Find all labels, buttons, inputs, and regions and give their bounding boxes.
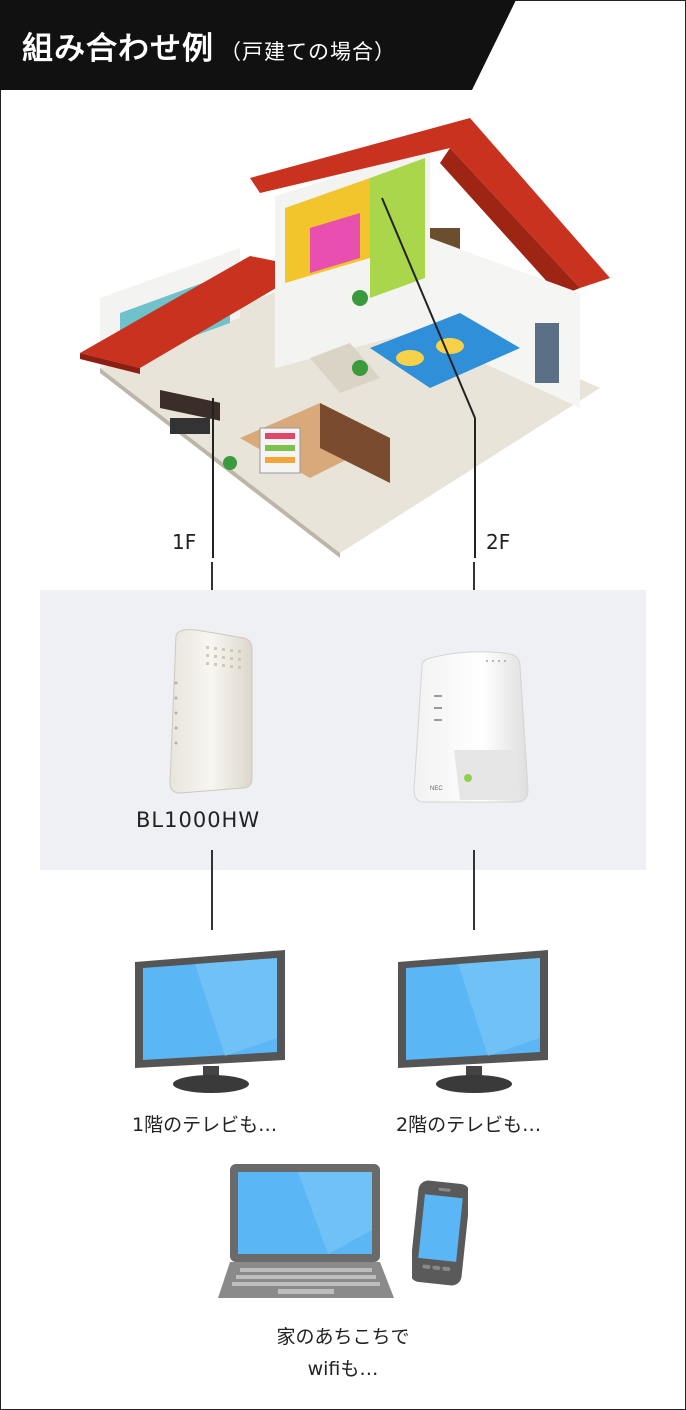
header-banner: 組み合わせ例（戸建ての場合） (0, 0, 516, 90)
router-main-label: BL1000HW (136, 808, 261, 832)
connector-2f-bottom (473, 850, 475, 930)
header-subtitle: （戸建ての場合） (220, 40, 396, 64)
connector-2f-top (473, 562, 475, 610)
header-title: 組み合わせ例（戸建ての場合） (22, 23, 396, 68)
router-panel (40, 590, 646, 870)
tv-2f-caption: 2階のテレビも… (396, 1114, 542, 1136)
router-main-image (169, 629, 253, 794)
banner-background (0, 0, 516, 90)
router-second-brand: NEC (430, 786, 443, 792)
house-illustration (80, 118, 610, 558)
connector-1f-bottom (211, 850, 213, 930)
smartphone-image (412, 1180, 468, 1286)
front-door (535, 323, 559, 383)
wifi-caption-line1: 家のあちこちで (276, 1326, 410, 1348)
floor-label-2f: 2F (486, 530, 511, 554)
roof-right (250, 118, 610, 288)
router-second-image: NEC (413, 651, 529, 803)
connector-1f-top (211, 562, 213, 610)
header-title-text: 組み合わせ例 (22, 31, 214, 67)
tv-1f-caption: 1階のテレビも… (132, 1114, 278, 1136)
roof-left (80, 256, 310, 368)
floor-label-1f: 1F (172, 530, 197, 554)
wifi-caption-line2: wifiも… (307, 1358, 379, 1380)
tv-1f-image (135, 950, 285, 1093)
tv-2f-image (398, 950, 548, 1093)
laptop-image (218, 1164, 394, 1298)
